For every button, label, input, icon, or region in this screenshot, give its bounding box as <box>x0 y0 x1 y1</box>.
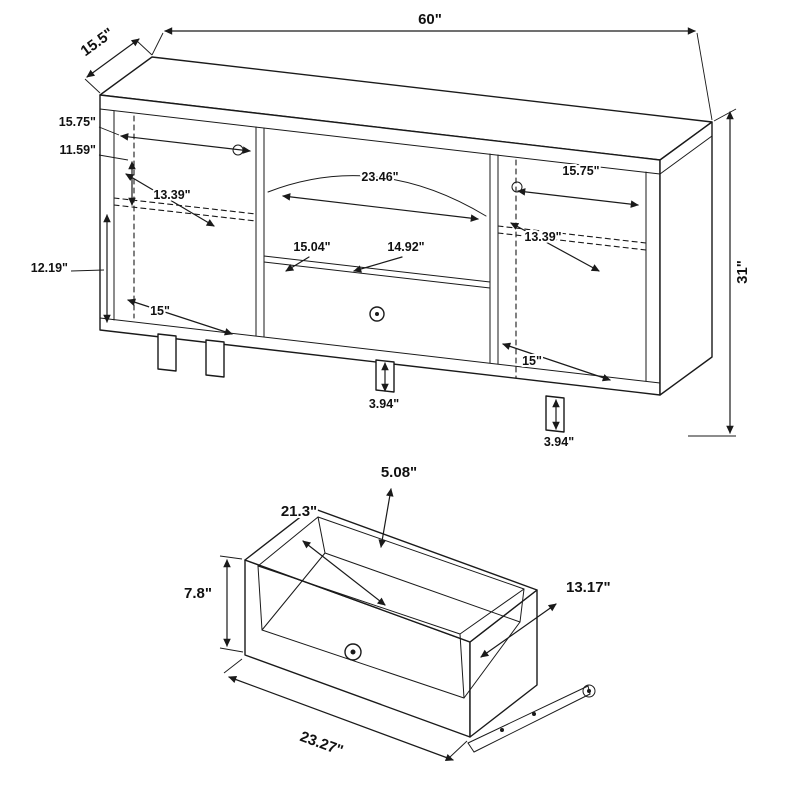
dim-label-cabinet-depth: 15.5" <box>78 25 117 60</box>
ext-line <box>696 32 713 121</box>
dim-arrow-left-shelf-width <box>127 298 233 336</box>
dim-label-left-door-height: 11.59" <box>59 143 96 157</box>
dim-label-right-shelf-width: 15" <box>522 354 542 368</box>
drawer-front-knob-dot <box>350 649 356 655</box>
ext-line <box>136 40 153 56</box>
ext-line <box>219 555 243 560</box>
dim-label-left-shelf-width: 15" <box>150 304 170 318</box>
top-board-edge <box>99 108 661 175</box>
ext-line <box>84 78 101 94</box>
dim-arrow-drawer-back-height <box>378 488 394 548</box>
dim-label-left-width: 15.75" <box>59 115 96 129</box>
dim-label-drawer-inner-depth: 21.3" <box>281 503 317 520</box>
dim-label-leg-front: 3.94" <box>369 397 399 411</box>
dim-label-drawer-inner-width: 13.17" <box>566 579 611 596</box>
dim-arrow-drawer-front-width <box>228 675 454 762</box>
dim-arrow-right-depth <box>510 222 600 272</box>
dim-label-drawer-front-width: 23.27" <box>298 728 346 759</box>
dim-label-cabinet-height: 31" <box>734 260 751 284</box>
dim-label-drawer-width: 15.04" <box>293 240 330 254</box>
dim-label-drawer-front-height: 7.8" <box>184 585 212 602</box>
drawer-inner-corner <box>459 633 465 699</box>
drawer-front-knob <box>344 643 362 661</box>
drawer-drawing <box>244 507 596 753</box>
ext-line <box>219 647 244 653</box>
drawer-slide-screw <box>500 728 504 732</box>
dim-arrow-middle-opening <box>282 193 479 222</box>
dim-label-right-depth: 13.39" <box>524 230 561 244</box>
dim-label-drawer-back-height: 5.08" <box>381 464 417 481</box>
dim-label-middle-opening: 23.46" <box>361 170 398 184</box>
ext-line <box>223 658 243 674</box>
drawer-knob-dot <box>375 312 379 316</box>
drawer-slide-roller-axle <box>587 689 591 693</box>
dim-arrow-cabinet-depth <box>86 38 140 78</box>
drawer-inner-corner <box>257 565 263 631</box>
dim-arrow-left-depth <box>125 173 215 227</box>
dim-label-left-shelf-gap: 12.19" <box>31 261 68 275</box>
dim-label-drawer-depth: 14.92" <box>387 240 424 254</box>
drawer-slide-rail-end <box>467 742 475 753</box>
leg-front-left-2 <box>205 339 225 378</box>
dim-arrow-drawer-inner-depth <box>302 540 386 606</box>
ext-line <box>449 740 468 758</box>
dim-arrow-drawer-inner-width <box>480 603 557 658</box>
drawer-slide-roller <box>582 684 596 698</box>
ext-line <box>713 108 737 122</box>
leg-front-right <box>545 395 565 433</box>
middle-shelf-bottom <box>263 261 491 289</box>
dim-arrow-right-shelf-width <box>502 342 611 382</box>
dim-arrow-left-width <box>120 133 251 154</box>
dim-label-right-width: 15.75" <box>562 164 599 178</box>
cabinet-right-face <box>659 121 713 396</box>
left-shelf-dashed-top <box>113 197 257 215</box>
drawer-slide-rail-top <box>467 685 589 744</box>
dim-label-cabinet-width: 60" <box>418 11 442 28</box>
dim-label-left-depth: 13.39" <box>153 188 190 202</box>
top-board-edge-side <box>659 135 713 175</box>
dim-arrow-drawer-depth <box>353 256 403 273</box>
drawer-slide-screw <box>532 712 536 716</box>
dim-label-leg-back: 3.94" <box>544 435 574 449</box>
leader-line <box>98 154 129 161</box>
ext-line <box>151 32 164 56</box>
leader-line <box>98 126 120 136</box>
dim-arrow-right-width <box>517 188 639 208</box>
cabinet-drawing <box>99 56 713 433</box>
right-door-knob <box>511 181 523 193</box>
leg-front-left <box>157 333 177 372</box>
middle-shelf-top <box>263 255 491 283</box>
left-shelf-dashed-bottom <box>113 204 257 222</box>
dim-arrow-drawer-width <box>285 256 310 272</box>
drawer-slide-rail-bottom <box>473 693 591 753</box>
leader-line <box>70 269 105 272</box>
drawer-knob <box>369 306 385 322</box>
